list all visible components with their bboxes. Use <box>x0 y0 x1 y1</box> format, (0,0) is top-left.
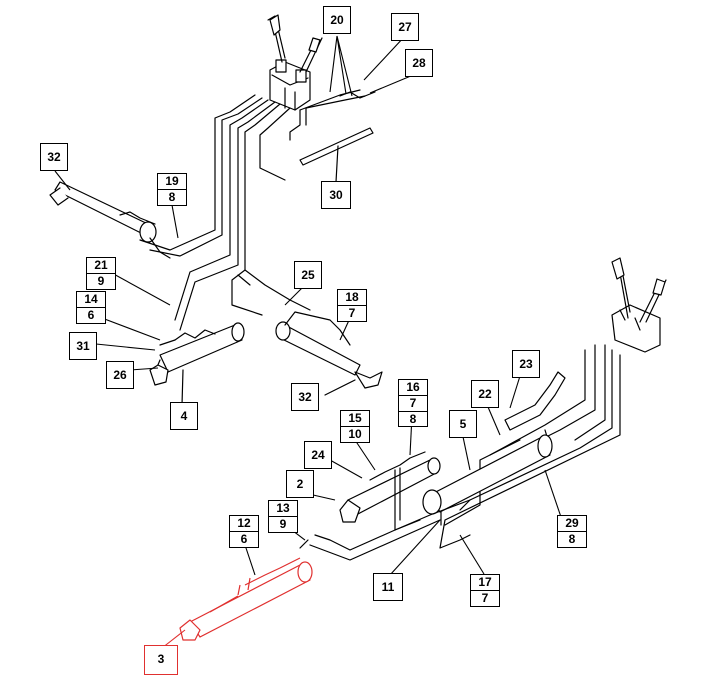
callout-30: 30 <box>321 181 351 209</box>
callout-21-9: 21 9 <box>86 257 116 290</box>
callout-14-top: 14 <box>84 292 98 306</box>
callout-13-top: 13 <box>276 501 290 515</box>
callout-32-left: 32 <box>40 143 68 171</box>
callout-12-bottom: 6 <box>230 531 258 547</box>
callout-26: 26 <box>106 361 134 389</box>
cylinder-4 <box>149 322 245 406</box>
control-valve-top <box>267 14 323 111</box>
callout-20: 20 <box>323 6 351 34</box>
callout-2: 2 <box>286 470 314 498</box>
callout-16-bottom: 8 <box>399 411 427 427</box>
callout-14-6: 14 6 <box>76 291 106 324</box>
callout-12-6: 12 6 <box>229 515 259 548</box>
callout-14-bottom: 6 <box>77 307 105 323</box>
callout-13-9: 13 9 <box>268 500 298 533</box>
callout-29-top: 29 <box>565 516 579 530</box>
callout-17-7: 17 7 <box>470 574 500 607</box>
callout-18-bottom: 7 <box>338 305 366 321</box>
callout-18-top: 18 <box>345 290 359 304</box>
cylinder-2 <box>339 451 471 531</box>
callout-17-top: 17 <box>478 575 492 589</box>
callout-28: 28 <box>405 49 433 77</box>
callout-15-10: 15 10 <box>340 410 370 443</box>
cylinder-32-right <box>275 311 383 396</box>
callout-31: 31 <box>69 332 97 360</box>
callout-27: 27 <box>391 13 419 41</box>
pipe-part-23 <box>504 371 566 431</box>
cylinder-32-left <box>49 181 171 259</box>
callout-5: 5 <box>449 410 477 438</box>
callout-24: 24 <box>304 441 332 469</box>
callout-32-right: 32 <box>291 383 319 411</box>
cylinder-5 <box>422 434 553 526</box>
callout-29-bottom: 8 <box>558 531 586 547</box>
callout-22: 22 <box>471 380 499 408</box>
callout-13-bottom: 9 <box>269 516 297 532</box>
callout-25: 25 <box>294 261 322 289</box>
callout-19-top: 19 <box>165 174 179 188</box>
callout-4: 4 <box>170 402 198 430</box>
callout-16-top: 16 <box>406 380 420 394</box>
hoses-lower <box>299 519 441 561</box>
callout-23: 23 <box>512 350 540 378</box>
callout-19-8: 19 8 <box>157 173 187 206</box>
callout-15-top: 15 <box>348 411 362 425</box>
callout-18-7: 18 7 <box>337 289 367 322</box>
callout-16-7-8: 16 7 8 <box>398 379 428 427</box>
callout-11: 11 <box>373 573 403 601</box>
callout-21-bottom: 9 <box>87 273 115 289</box>
callout-12-top: 12 <box>237 516 251 530</box>
callout-15-bottom: 10 <box>341 426 369 442</box>
callout-17-bottom: 7 <box>471 590 499 606</box>
callout-29-8: 29 8 <box>557 515 587 548</box>
callout-19-bottom: 8 <box>158 189 186 205</box>
cylinder-3-highlighted <box>179 557 313 641</box>
callout-21-top: 21 <box>94 258 108 272</box>
rod-part-30 <box>299 127 374 166</box>
control-valve-bottom <box>611 257 667 353</box>
callout-16-mid: 7 <box>399 395 427 411</box>
hoses-top <box>139 89 376 331</box>
callout-3-highlighted: 3 <box>144 645 178 675</box>
